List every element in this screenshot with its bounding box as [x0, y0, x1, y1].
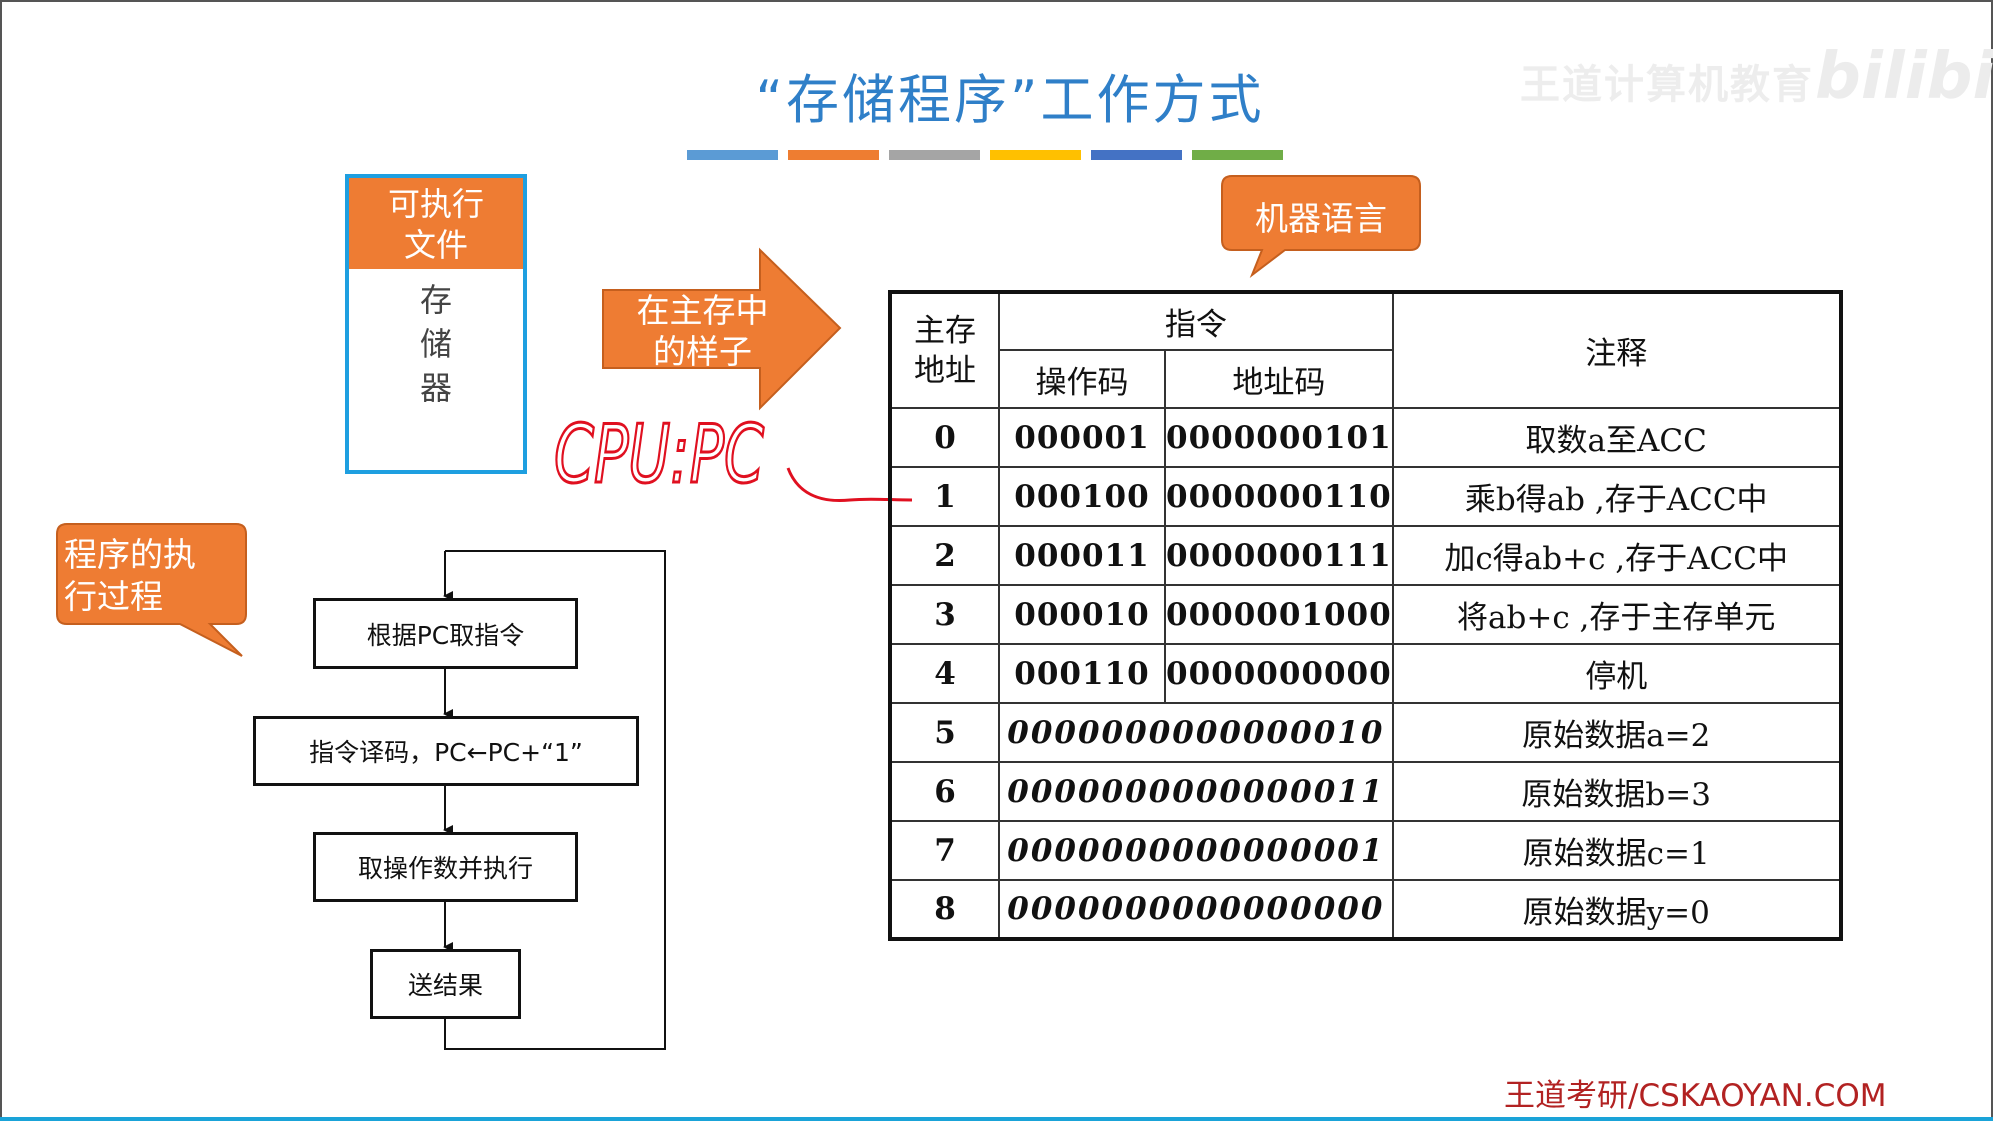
row-opcode: 000100	[998, 466, 1166, 527]
row-address: 1	[889, 466, 1000, 527]
table-row: 2 000011 0000000111 加c得ab+c ,存于ACC中	[889, 525, 1842, 586]
flowchart-step-result: 送结果	[370, 949, 521, 1019]
table-row: 7 0000000000000001 原始数据c=1	[889, 820, 1842, 881]
row-data-value: 0000000000000010	[998, 702, 1394, 763]
machine-language-callout-shape	[1221, 175, 1421, 278]
color-bar-3	[889, 150, 980, 160]
in-memory-callout-line1: 在主存中	[636, 291, 769, 330]
program-exec-callout-line1: 程序的执	[64, 535, 196, 574]
memory-label-line1: 存	[419, 281, 452, 319]
color-bar-6	[1192, 150, 1283, 160]
row-addrcode: 0000000111	[1164, 525, 1394, 586]
color-bar-2	[788, 150, 879, 160]
table-row: 4 000110 0000000000 停机	[889, 643, 1842, 704]
bilibili-logo: bilibili	[1815, 40, 1993, 114]
flowchart-step-fetch: 根据PC取指令	[313, 598, 578, 669]
flowchart-step-decode: 指令译码，PC←PC+“1”	[253, 716, 639, 786]
row-note: 停机	[1391, 643, 1842, 704]
row-address: 8	[889, 879, 1000, 940]
in-memory-callout-line2: 的样子	[653, 332, 752, 371]
table-row: 8 0000000000000000 原始数据y=0	[889, 879, 1842, 940]
slide-title: “存储程序”工作方式	[755, 70, 1265, 131]
row-note: 原始数据y=0	[1391, 879, 1842, 940]
row-address: 0	[889, 407, 1000, 468]
row-address: 6	[889, 761, 1000, 822]
color-bar-5	[1091, 150, 1182, 160]
row-opcode: 000110	[998, 643, 1166, 704]
program-exec-callout-shape	[56, 523, 247, 657]
title-color-bars	[687, 150, 1283, 160]
row-note: 乘b得ab ,存于ACC中	[1391, 466, 1842, 527]
row-address: 7	[889, 820, 1000, 881]
row-data-value: 0000000000000000	[998, 879, 1394, 940]
row-opcode: 000001	[998, 407, 1166, 468]
table-row: 0 000001 0000000101 取数a至ACC	[889, 407, 1842, 468]
memory-label: 存 储 器	[349, 278, 523, 410]
executable-file-line2: 文件	[403, 226, 468, 264]
header-instruction: 指令	[998, 291, 1394, 351]
row-data-value: 0000000000000001	[998, 820, 1394, 881]
header-address-line2: 地址	[914, 352, 976, 389]
handwritten-cpu-pc: CPU:PC	[554, 408, 764, 501]
row-opcode: 000010	[998, 584, 1166, 645]
row-addrcode: 0000000000	[1164, 643, 1394, 704]
row-note: 原始数据a=2	[1391, 702, 1842, 763]
color-bar-1	[687, 150, 778, 160]
header-opcode: 操作码	[998, 349, 1166, 409]
header-address: 主存 地址	[889, 291, 1000, 409]
program-exec-callout-line2: 行过程	[64, 577, 163, 616]
row-addrcode: 0000001000	[1164, 584, 1394, 645]
executable-file-line1: 可执行	[387, 185, 484, 223]
row-data-value: 0000000000000011	[998, 761, 1394, 822]
program-exec-callout: 程序的执 行过程	[64, 534, 239, 618]
footer-brand: 王道考研/CSKAOYAN.COM	[1504, 1078, 1887, 1114]
table-row: 3 000010 0000001000 将ab+c ,存于主存单元	[889, 584, 1842, 645]
row-address: 2	[889, 525, 1000, 586]
row-opcode: 000011	[998, 525, 1166, 586]
watermark-text: 王道计算机教育	[1520, 62, 1814, 108]
memory-label-line3: 器	[419, 369, 452, 407]
row-note: 将ab+c ,存于主存单元	[1391, 584, 1842, 645]
executable-file-label: 可执行 文件	[349, 178, 523, 269]
memory-label-line2: 储	[419, 325, 452, 363]
memory-box: 可执行 文件 存 储 器	[345, 174, 527, 474]
header-address-line1: 主存	[914, 312, 976, 349]
row-address: 5	[889, 702, 1000, 763]
header-note: 注释	[1391, 291, 1842, 409]
machine-language-callout: 机器语言	[1255, 199, 1387, 238]
row-note: 原始数据c=1	[1391, 820, 1842, 881]
color-bar-4	[990, 150, 1081, 160]
instruction-table: 主存 地址 指令 注释 操作码 地址码 0 000001 0000000101 …	[888, 290, 1843, 941]
row-addrcode: 0000000101	[1164, 407, 1394, 468]
row-addrcode: 0000000110	[1164, 466, 1394, 527]
row-note: 取数a至ACC	[1391, 407, 1842, 468]
table-row: 5 0000000000000010 原始数据a=2	[889, 702, 1842, 763]
program-table: 主存 地址 指令 注释 操作码 地址码 0 000001 0000000101 …	[888, 290, 1843, 941]
table-row: 1 000100 0000000110 乘b得ab ,存于ACC中	[889, 466, 1842, 527]
row-note: 原始数据b=3	[1391, 761, 1842, 822]
flowchart-loop-line	[444, 550, 666, 1050]
row-address: 4	[889, 643, 1000, 704]
row-address: 3	[889, 584, 1000, 645]
handwritten-annotation: CPU:PC	[553, 407, 913, 503]
flowchart-step-execute: 取操作数并执行	[313, 832, 578, 902]
row-note: 加c得ab+c ,存于ACC中	[1391, 525, 1842, 586]
in-memory-callout: 在主存中 的样子	[610, 290, 795, 372]
header-addrcode: 地址码	[1164, 349, 1394, 409]
table-row: 6 0000000000000011 原始数据b=3	[889, 761, 1842, 822]
in-memory-arrow-shape	[602, 247, 842, 411]
